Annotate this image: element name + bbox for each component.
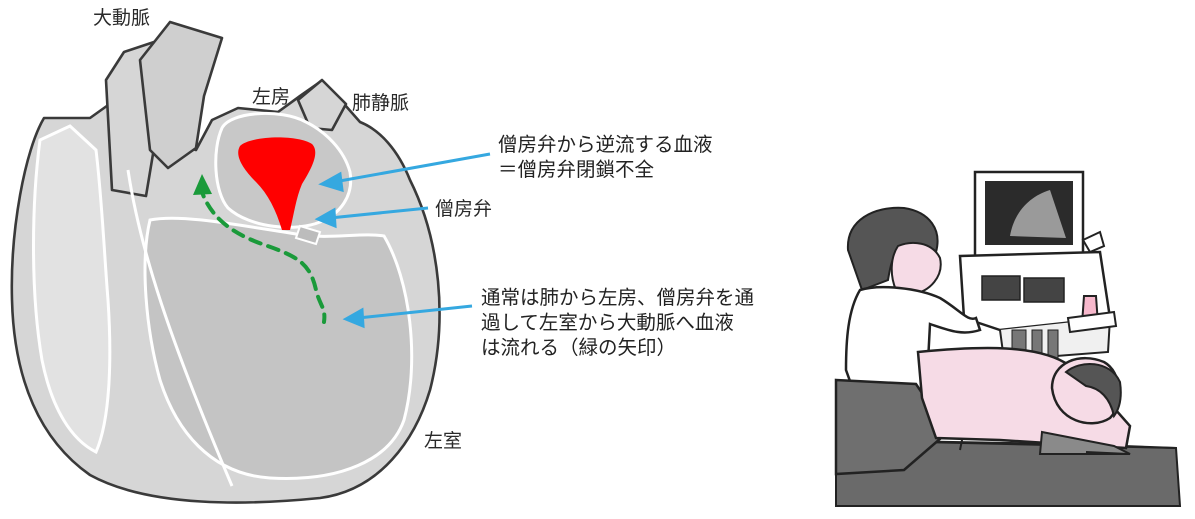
normal-flow-arrow: [198, 184, 327, 324]
annotation-normal-flow: 通常は肺から左房、僧房弁を通 過して左室から大動脈へ血液 は流れる（緑の矢印）: [481, 285, 754, 360]
normal-flow-pointer: [357, 304, 473, 320]
label-aorta: 大動脈: [93, 7, 151, 29]
label-left-atrium: 左房: [252, 86, 291, 108]
annotation-regurgitation-line1: 僧房弁から逆流する血液: [498, 133, 713, 156]
regurgitation-jet: [238, 137, 316, 230]
mitral-valve-shape: [294, 224, 322, 246]
left-ventricle-chamber: [143, 216, 414, 480]
annotation-normal-flow-line1: 通常は肺から左房、僧房弁を通: [481, 286, 755, 309]
regurgitation-pointer: [333, 152, 491, 184]
aorta-arch: [138, 20, 224, 170]
septum-line: [126, 169, 234, 487]
annotation-normal-flow-line3: は流れる（緑の矢印）: [481, 336, 677, 359]
label-left-ventricle: 左室: [424, 430, 463, 452]
mitral-pointer: [329, 206, 429, 220]
annotation-normal-flow-line2: 過して左室から大動脈へ血液: [481, 311, 734, 334]
normal-flow-arrowhead: [193, 174, 212, 195]
right-chamber: [32, 124, 112, 455]
annotation-regurgitation: 僧房弁から逆流する血液 ＝僧房弁閉鎖不全: [498, 132, 713, 182]
pointer-arrows: [314, 152, 491, 329]
annotation-regurgitation-line2: ＝僧房弁閉鎖不全: [498, 158, 655, 181]
label-mitral-valve: 僧房弁: [435, 198, 493, 220]
label-pulmonary-vein: 肺静脈: [352, 92, 410, 114]
